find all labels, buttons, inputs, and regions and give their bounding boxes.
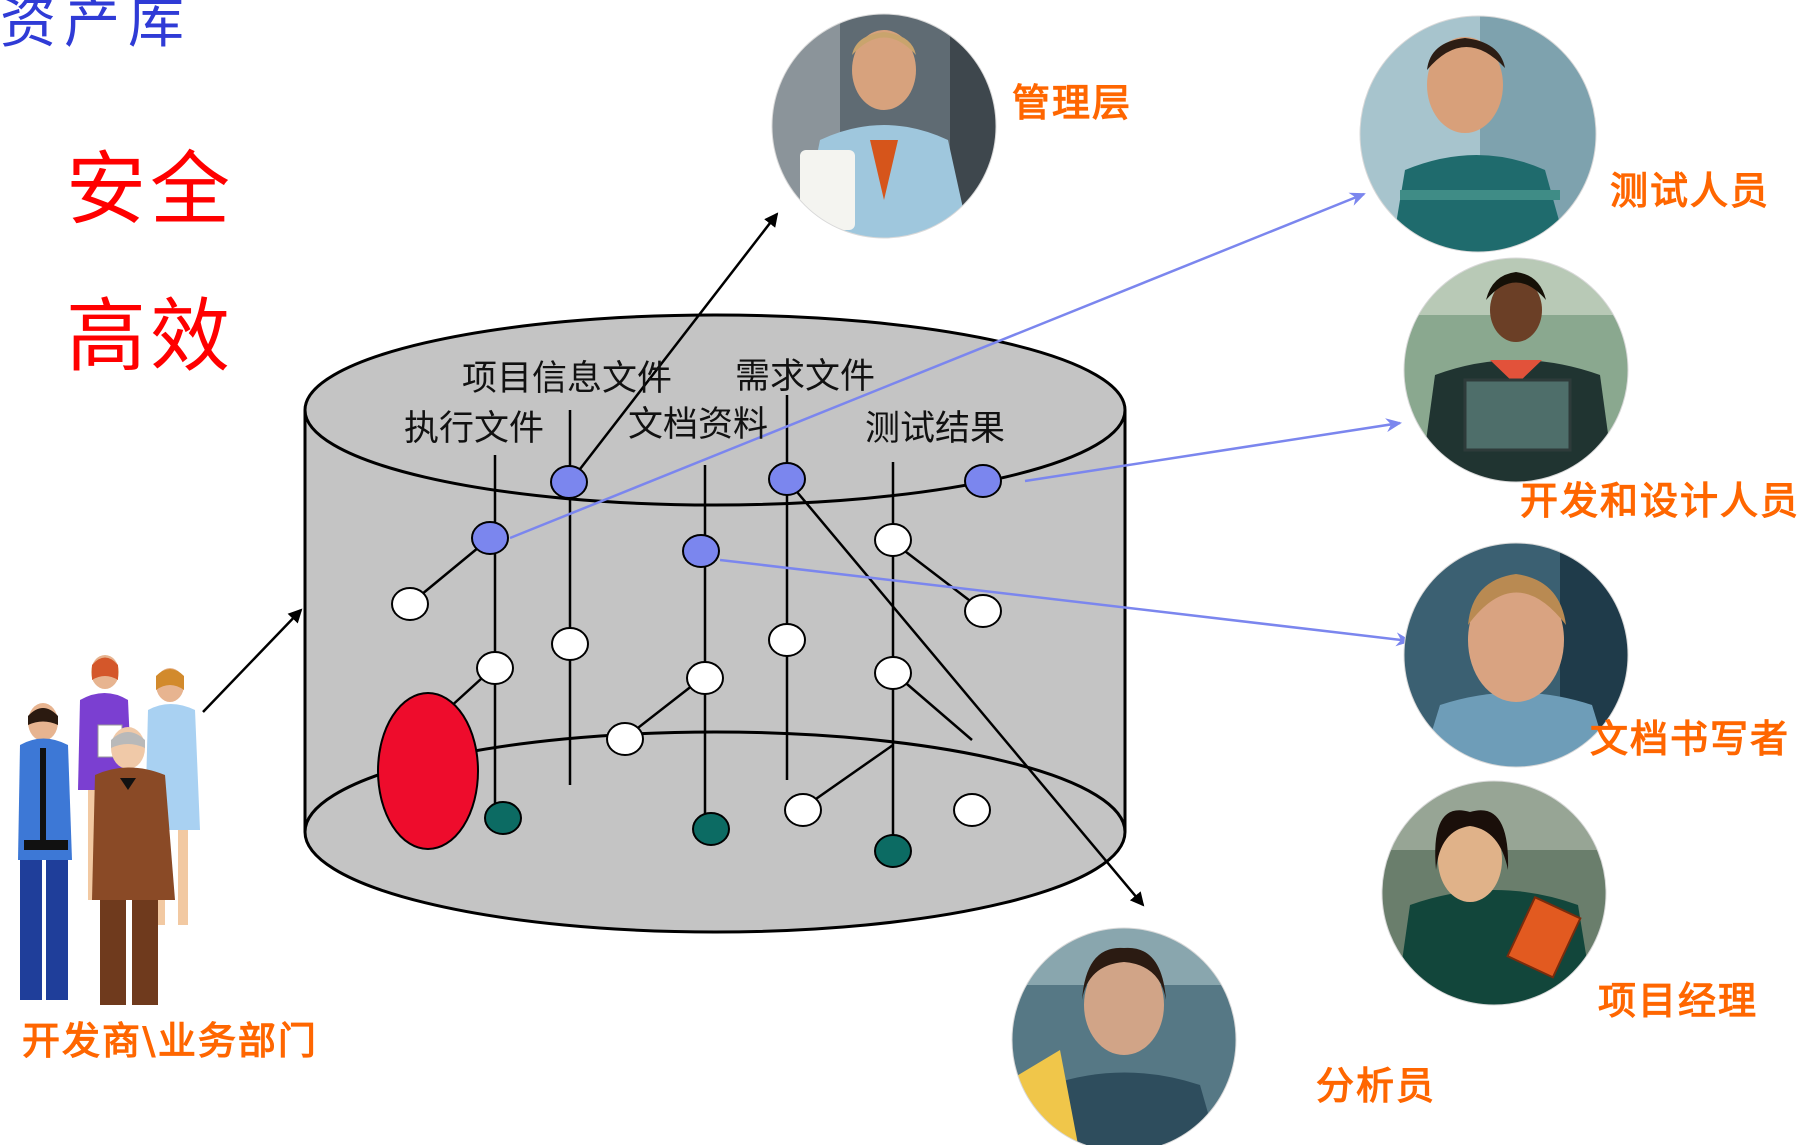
node-blue — [682, 534, 720, 568]
node-white — [953, 793, 991, 827]
role-vendor-business: 开发商\业务部门 — [22, 1018, 318, 1063]
slogan-safe: 安全 — [66, 143, 234, 236]
node-white — [874, 656, 912, 690]
node-blue — [550, 465, 588, 499]
role-developer-designer: 开发和设计人员 — [1520, 478, 1801, 523]
analyst-portrait — [1012, 928, 1236, 1145]
label-requirement-files: 需求文件 — [735, 357, 876, 397]
role-analyst: 分析员 — [1316, 1063, 1437, 1108]
label-project-info-files: 项目信息文件 — [462, 359, 673, 399]
node-blue — [768, 462, 806, 496]
node-teal — [874, 834, 912, 868]
node-blue — [471, 521, 509, 555]
developer-portrait — [1404, 258, 1628, 482]
role-doc-writer: 文档书写者 — [1590, 716, 1791, 761]
node-teal — [484, 801, 522, 835]
label-execution-files: 执行文件 — [404, 409, 545, 449]
node-white — [784, 793, 822, 827]
doc-writer-portrait — [1404, 543, 1628, 767]
tester-portrait — [1360, 16, 1596, 252]
role-management: 管理层 — [1012, 80, 1133, 125]
node-white — [476, 651, 514, 685]
node-teal — [692, 812, 730, 846]
slogan-efficient: 高效 — [66, 290, 234, 383]
role-tester: 测试人员 — [1610, 168, 1771, 213]
project-manager-portrait — [1382, 781, 1606, 1005]
node-white — [768, 623, 806, 657]
repository-nodes — [377, 462, 1002, 868]
node-blue — [964, 464, 1002, 498]
node-white — [686, 661, 724, 695]
label-documents: 文档资料 — [628, 405, 769, 445]
role-project-manager: 项目经理 — [1598, 978, 1759, 1023]
connection-arrows — [202, 192, 1412, 907]
label-test-results: 测试结果 — [865, 409, 1006, 449]
node-white — [964, 594, 1002, 628]
node-white — [551, 627, 589, 661]
management-portrait — [772, 14, 996, 238]
node-white — [874, 523, 912, 557]
node-white — [606, 722, 644, 756]
node-white — [391, 587, 429, 621]
business-people-group — [18, 655, 200, 1005]
page-heading-partial: 资产库 — [0, 0, 192, 56]
node-red-large — [377, 692, 479, 850]
